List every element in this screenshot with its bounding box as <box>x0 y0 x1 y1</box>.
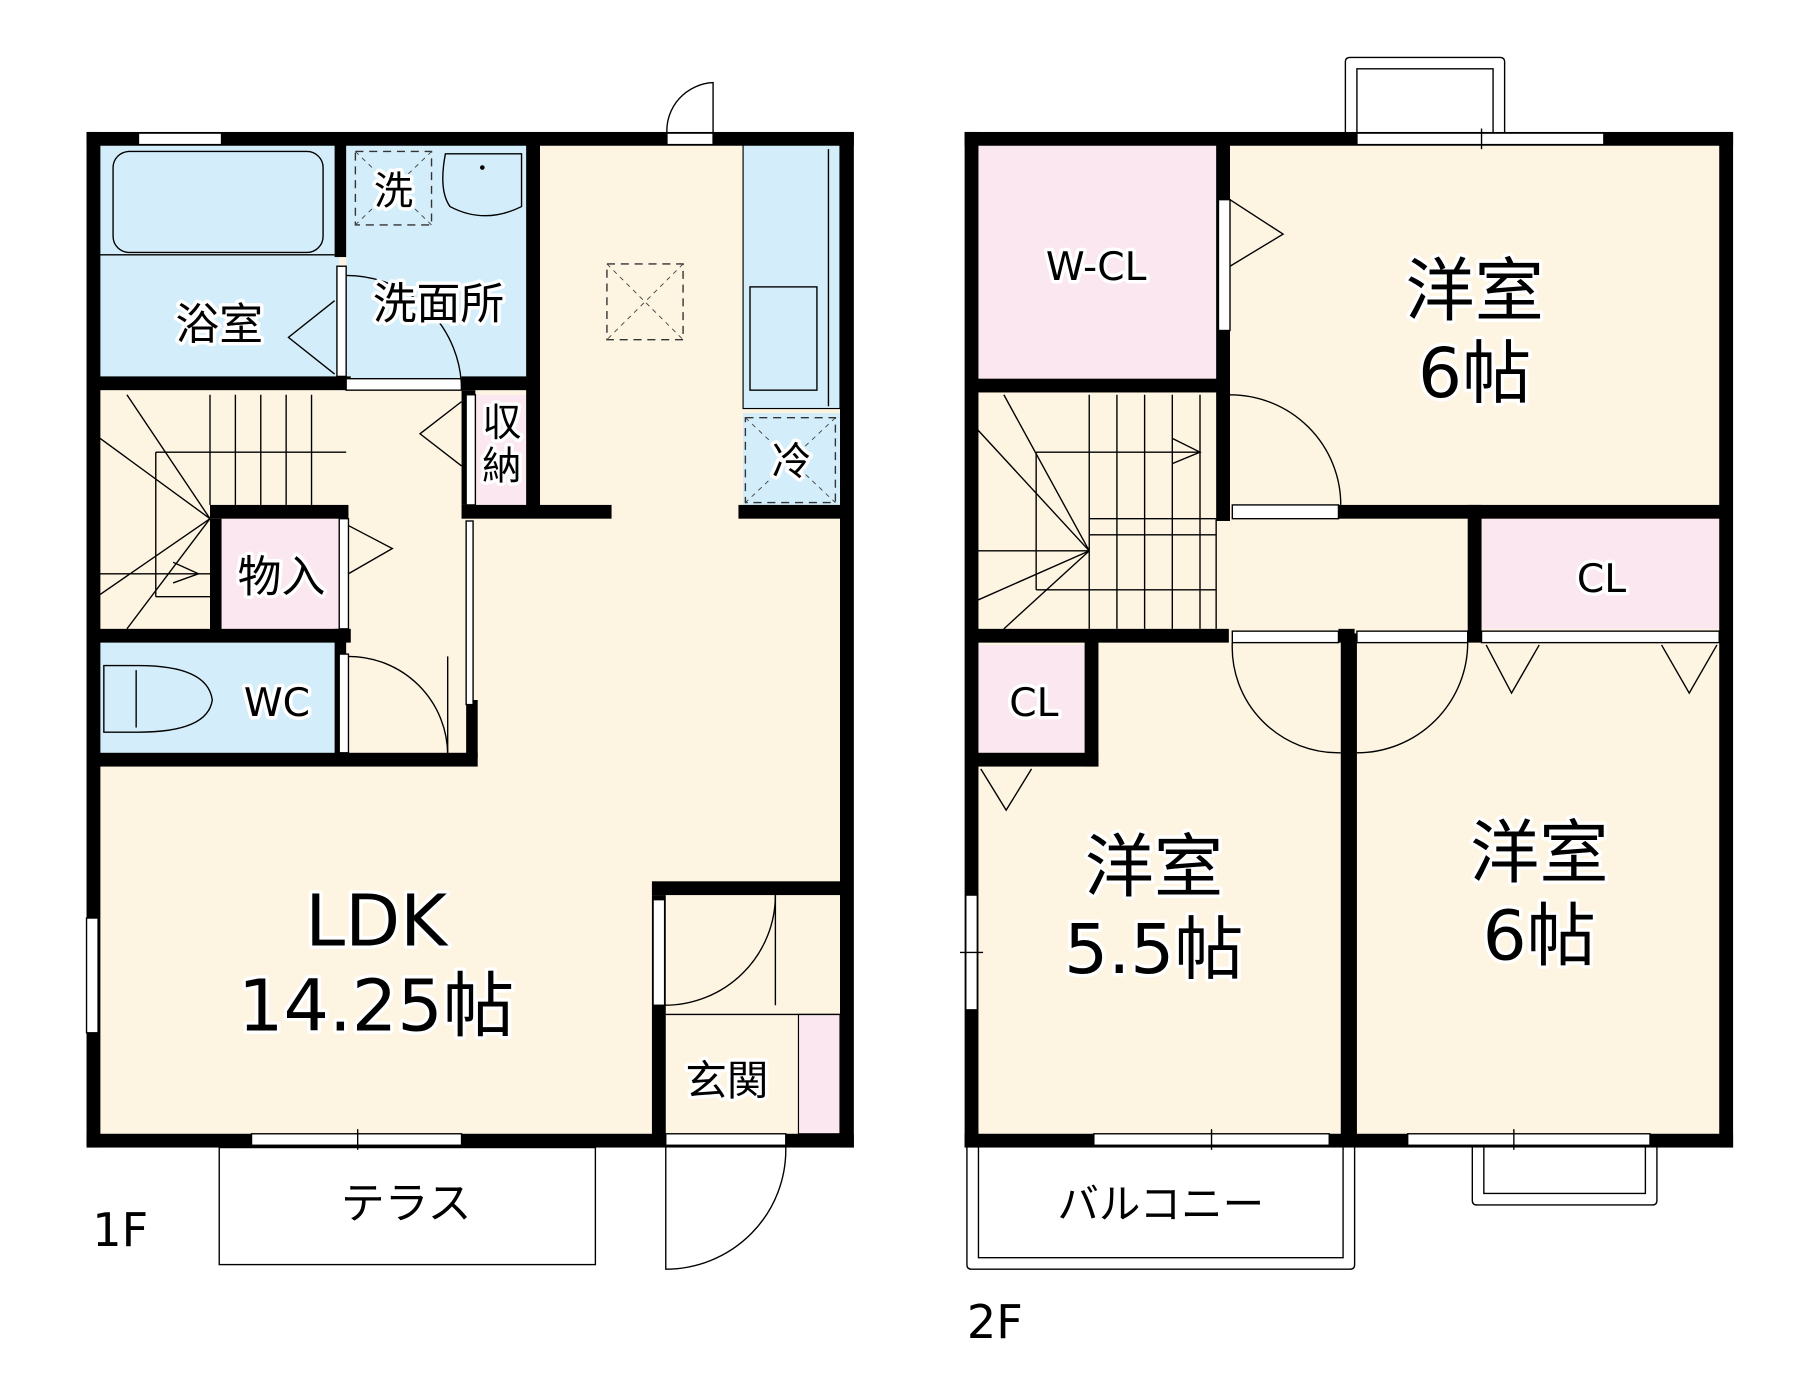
staircase-2f <box>974 394 1217 630</box>
entrance-shoe-cabinet <box>797 1013 841 1135</box>
label-room-ne-name: 洋室 <box>1405 252 1543 332</box>
label-room-sw-size: 5.5帖 <box>1064 910 1243 990</box>
label-room-se-size: 6帖 <box>1483 897 1596 977</box>
window-bath <box>137 132 223 146</box>
label-ldk-size: 14.25帖 <box>238 965 514 1048</box>
label-washroom: 洗面所 <box>373 279 505 330</box>
wcl-floor <box>975 142 1218 379</box>
bathtub <box>112 150 324 254</box>
label-balcony: バルコニー <box>1057 1181 1264 1229</box>
label-storage-text-2: 納 <box>482 445 521 490</box>
label-closet-center: CL <box>1577 557 1626 602</box>
toilet <box>103 664 214 733</box>
washroom-floor <box>346 142 529 379</box>
window-ldk-south <box>250 1133 463 1146</box>
label-storage: 収納 <box>482 401 521 489</box>
terrace-outline <box>218 1146 597 1266</box>
label-terrace: テラス <box>341 1179 472 1230</box>
cl-center-floor <box>1481 518 1720 629</box>
label-floor-1f: 1F <box>92 1203 148 1257</box>
label-ldk-name: LDK <box>305 880 449 963</box>
label-room-sw-name: 洋室 <box>1085 828 1223 908</box>
cl-west-floor <box>978 644 1085 756</box>
washbasin <box>442 153 523 217</box>
wc-floor <box>96 642 340 758</box>
label-closet: 物入 <box>238 552 326 603</box>
label-room-se-name: 洋室 <box>1470 814 1608 894</box>
balcony-outline <box>966 1147 1356 1270</box>
window-ldk-west <box>85 917 99 1034</box>
kitchen-counter <box>742 141 841 410</box>
door-back <box>666 132 714 146</box>
label-room-ne-size: 6帖 <box>1418 334 1531 414</box>
label-walk-in-closet: W-CL <box>1046 245 1147 290</box>
label-entrance: 玄関 <box>685 1057 768 1105</box>
bath-floor <box>96 142 340 379</box>
floor-2: W-CL 洋室 6帖 CL CL 洋室 5.5帖 洋室 6帖 バルコニー 2F <box>959 56 1734 1352</box>
storage-floor <box>475 394 529 505</box>
closet-floor <box>221 516 340 632</box>
washer-space <box>354 150 433 226</box>
label-fridge: 冷 <box>772 440 811 485</box>
label-wc: WC <box>244 681 310 726</box>
floor-1: 洗 浴室 洗面所 収納 冷 物入 WC LDK 14.25帖 玄関 テラス 1F <box>85 81 864 1270</box>
label-closet-west: CL <box>1009 681 1058 726</box>
staircase-1f <box>96 394 347 630</box>
label-bath: 浴室 <box>175 300 263 351</box>
label-washer: 洗 <box>374 169 413 214</box>
label-storage-text: 収 <box>482 401 521 446</box>
label-floor-2f: 2F <box>967 1295 1023 1349</box>
